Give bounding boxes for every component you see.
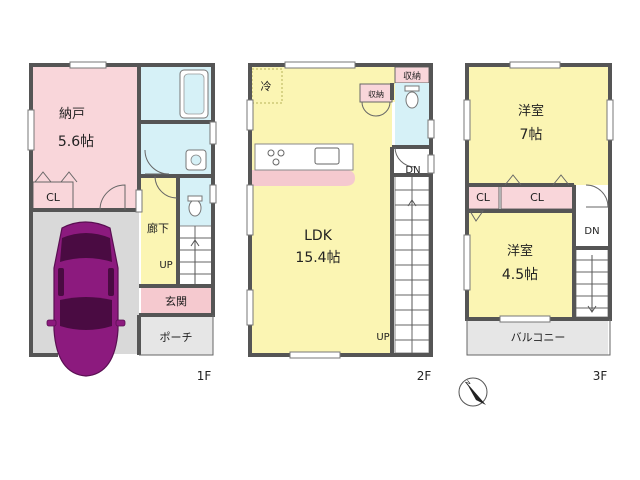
hallway-1f [141,176,178,286]
window-2f-left-b [246,184,254,236]
window-1f-left [27,109,35,151]
floor-3: 洋室 7帖 CL CL 洋室 4.5帖 DN バルコニー 3F [463,61,614,383]
storage-2f-b-label: 収納 [403,70,421,82]
window-2f-bottom [289,351,341,359]
window-2f-top [284,61,356,69]
window-1f-toilet-right [209,184,217,204]
window-2f-left-a [246,99,254,131]
closet-3f-2-label: CL [530,191,545,204]
window-3f-bottom [499,315,551,323]
floor-1: 納戸 5.6帖 CL 廊下 UP 玄関 ポーチ 1F [27,61,217,383]
room-door-3f [585,184,609,208]
window-3f-left [463,99,471,141]
storage-room-name: 納戸 [59,107,85,122]
toilet-tank-1f [187,195,203,202]
stairs-3f-arrow [587,255,597,313]
window-3f-top [509,61,561,69]
stairs-1f-up-label: UP [159,260,172,271]
closet-door-3f [504,174,570,186]
compass-icon: N [458,377,488,407]
western-room-1 [467,67,608,185]
balcony-area [467,319,608,355]
window-2f-right [427,119,435,139]
western-room-2-size: 4.5帖 [502,267,538,283]
storage-2f-a-label: 収納 [368,89,384,99]
toilet-bowl-2f [405,91,419,109]
storage-door-1f [99,184,126,211]
wash-door-1f [144,149,170,175]
balcony-label: バルコニー [511,331,566,344]
window-3f-left-b [463,234,471,291]
walls-2f [248,63,433,357]
stairs-2f-dn-label: DN [405,165,420,176]
toilet-door-2f [394,146,416,168]
closet-3f-2 [500,184,575,210]
stove-burner-1 [267,149,275,157]
western-room-2 [467,211,574,317]
entrance-label: 玄関 [165,294,187,308]
porch-area [139,315,213,355]
stairs-1f-arrow [190,239,200,284]
stairs-2f-arrow [407,199,417,330]
kitchen-counter [250,170,355,186]
window-1f-bath-right [209,121,217,145]
stairs-3f-dn-label: DN [584,226,599,237]
stove-burner-2 [277,149,285,157]
fridge-label: 冷 [261,80,272,93]
bathtub-inner [183,73,205,115]
closet-1f-label: CL [46,191,61,204]
car-icon [46,221,126,377]
floor-3-label: 3F [593,369,608,383]
ldk-room [250,100,392,353]
storage-door-2f [361,101,391,117]
hall-door-1f [154,175,178,199]
floor-1-label: 1F [197,369,212,383]
kitchen-sink [314,147,340,165]
closet-triangle-3f [469,210,484,222]
ldk-size: 15.4帖 [295,250,340,266]
ldk-name: LDK [304,228,333,244]
stairs-2f-up-label: UP [376,332,389,343]
closet-3f-1-label: CL [476,191,491,204]
stove-burner-3 [272,158,280,166]
balcony-outline [466,319,611,356]
closet-3f-1 [466,184,500,210]
porch-label: ポーチ [160,331,193,344]
storage-room-size: 5.6帖 [58,134,94,150]
washbasin-bowl [190,154,202,166]
floor-2: 冷 収納 収納 LDK 15.4帖 DN UP 2F [246,61,435,383]
window-2f-left-c [246,289,254,326]
closet-door-1f [34,171,78,183]
hallway-label: 廊下 [147,221,169,235]
window-2f-right-b [427,154,435,174]
window-1f-hall-left [135,189,143,213]
floor-2-label: 2F [417,369,432,383]
window-3f-right [606,99,614,141]
toilet-tank-2f [404,85,420,92]
western-room-1-size: 7帖 [520,127,543,143]
storage-closet [32,181,74,211]
window-1f-top [69,61,107,69]
toilet-bowl-1f [188,199,202,217]
entrance-1f [141,286,212,315]
western-room-2-name: 洋室 [507,243,533,259]
western-room-1-name: 洋室 [518,103,544,119]
porch-outline [139,315,214,356]
compass-north-label: N [464,379,472,387]
